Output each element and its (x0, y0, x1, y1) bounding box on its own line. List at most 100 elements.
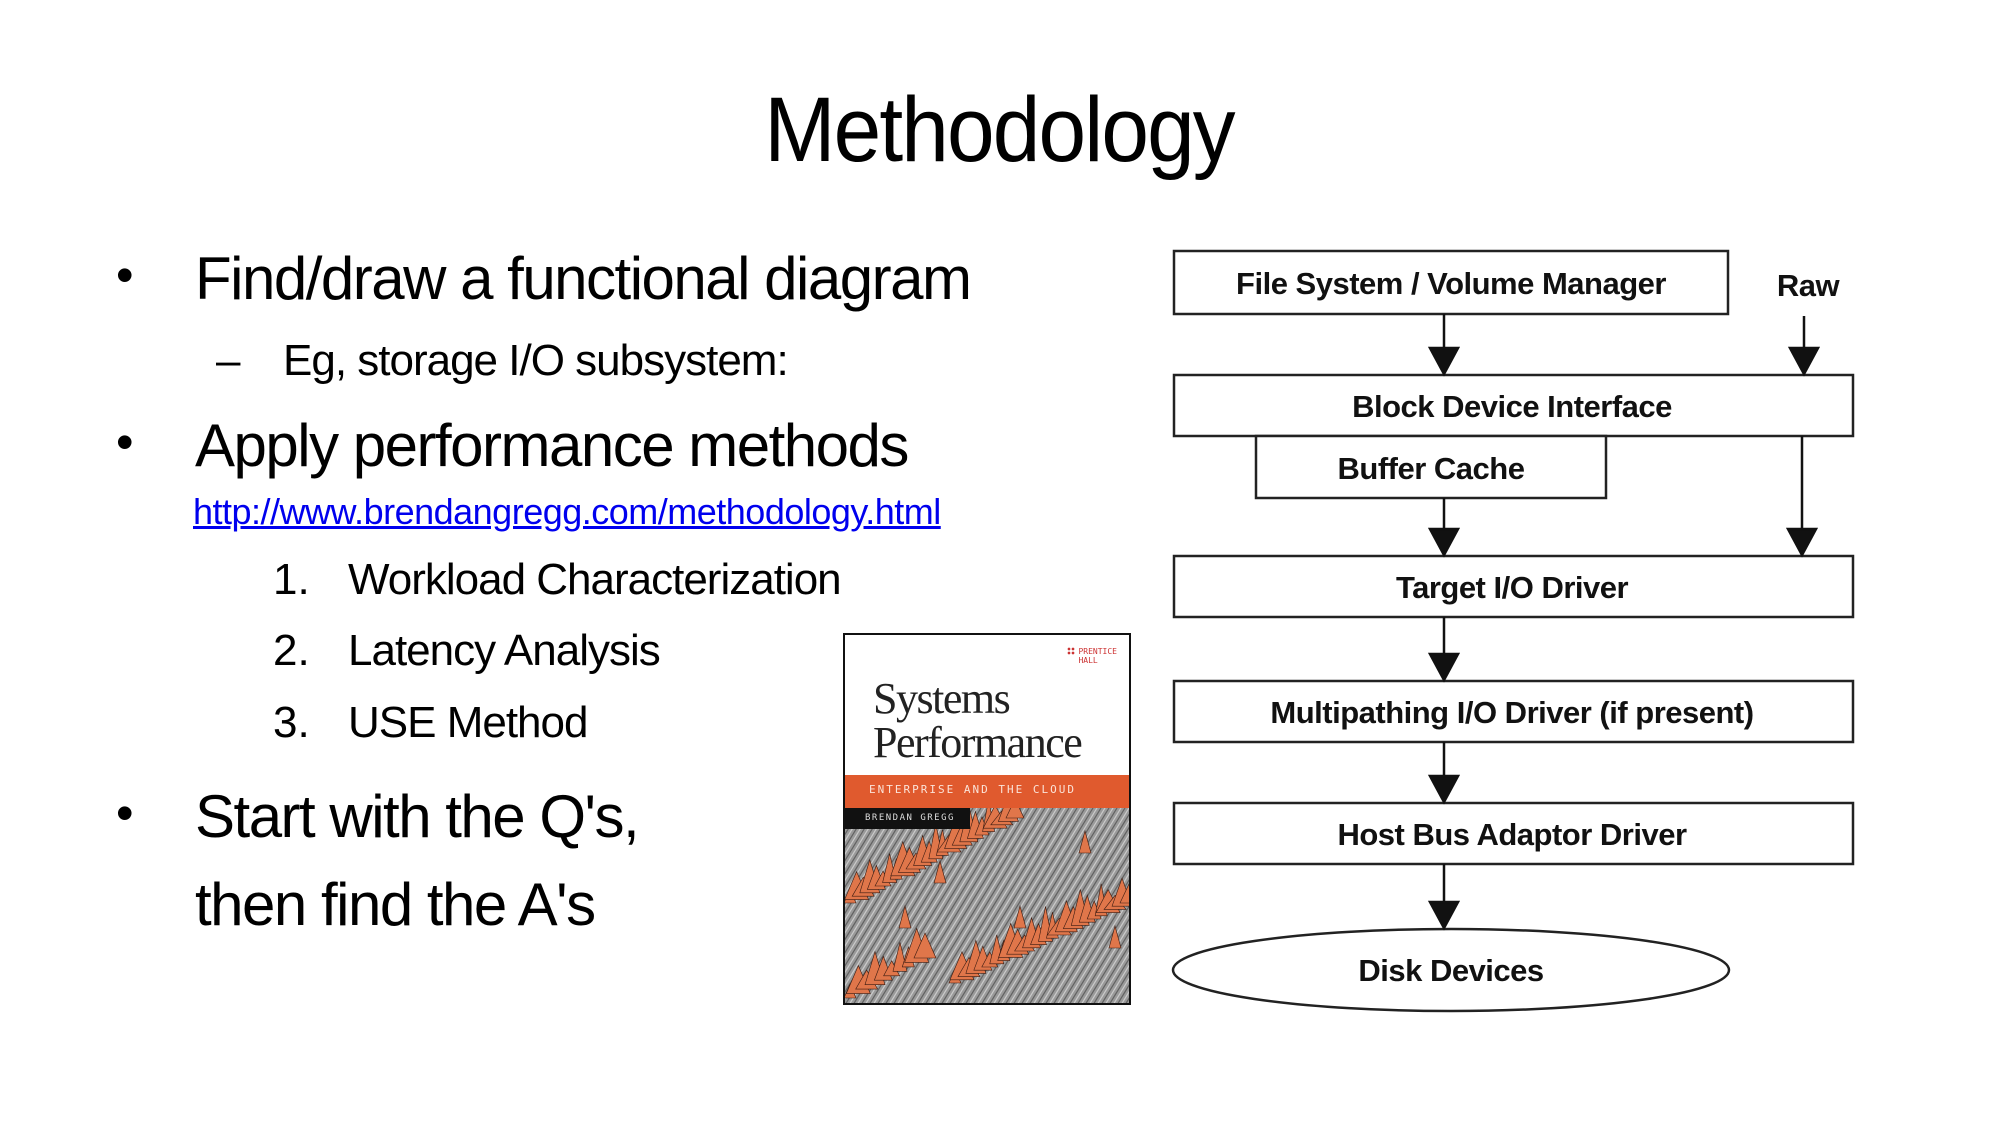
cover-art-hatch (845, 808, 918, 928)
cover-art-peak (1119, 883, 1129, 904)
cover-art-hatch (1085, 931, 1129, 1003)
cover-art-hatch (845, 808, 882, 869)
cover-art-hatch (845, 808, 906, 908)
cover-art-hatch (925, 808, 1046, 1003)
label-multipathing-driver: Multipathing I/O Driver (if present) (1270, 695, 1753, 730)
methodology-link[interactable]: http://www.brendangregg.com/methodology.… (193, 491, 941, 532)
cover-art-hatch (845, 808, 886, 875)
cover-art-hatch (921, 808, 1042, 1003)
cover-art-hatch (845, 808, 934, 954)
arrow-cache-to-target (1427, 498, 1461, 558)
cover-art-hatch (993, 808, 1114, 1003)
cover-art-hatch (885, 808, 1006, 1003)
box-hba-driver (1172, 801, 1855, 866)
cover-art-hatch (845, 808, 950, 980)
arrow-target-to-multipath (1427, 617, 1461, 683)
book-cover-image: PRENTICE HALL Systems Performance ENTERP… (843, 633, 1131, 1005)
arrow-fs-to-bdi (1427, 314, 1461, 377)
cover-art-hatch (845, 808, 910, 915)
cover-art-hatch (1001, 808, 1122, 1003)
book-title-line1: Systems (873, 674, 1011, 723)
cover-art-hatch (1089, 938, 1129, 1003)
method-use-method: USE Method (348, 698, 588, 747)
bullet-marker: • (116, 414, 134, 470)
cover-art-peak (898, 904, 912, 929)
cover-art-hatch (881, 808, 1002, 1003)
cover-art-hatch (1101, 957, 1129, 1003)
sub-bullet-storage-example: Eg, storage I/O subsystem: (283, 336, 789, 385)
label-file-system: File System / Volume Manager (1236, 266, 1666, 301)
cover-art-hatch (1073, 911, 1129, 1003)
cover-art-hatch (929, 808, 1050, 1003)
cover-art-hatch (997, 808, 1118, 1003)
cover-art-peak (913, 932, 937, 959)
cover-art-peak (1005, 808, 1025, 819)
bullet-marker: • (116, 247, 134, 303)
book-title-line2: Performance (873, 718, 1083, 767)
cover-art-hatch (909, 808, 1030, 1003)
cover-art-peak (933, 859, 947, 884)
label-buffer-cache: Buffer Cache (1338, 451, 1525, 486)
box-multipathing-driver (1172, 679, 1855, 744)
cover-art-hatch (845, 808, 930, 948)
cover-art-hatch (845, 808, 914, 921)
label-target-io-driver: Target I/O Driver (1396, 570, 1629, 605)
box-file-system (1172, 249, 1730, 316)
method-workload-characterization: Workload Characterization (348, 555, 842, 604)
book-cover-art (845, 808, 1129, 1003)
book-author: BRENDAN GREGG (865, 813, 955, 823)
method-latency-analysis: Latency Analysis (348, 626, 661, 675)
cover-art-hatch (845, 808, 926, 941)
label-block-device-interface: Block Device Interface (1352, 389, 1672, 424)
cover-art-hatch (1013, 813, 1129, 1003)
cover-art-hatch (1081, 925, 1129, 1003)
cover-art-hatch (897, 808, 1018, 1003)
cover-art-hatch (901, 808, 1022, 1003)
label-disk-devices: Disk Devices (1358, 953, 1543, 988)
numbered-marker: 2. (273, 626, 310, 675)
ellipse-disk-devices (1171, 927, 1731, 1013)
cover-art-hatch (893, 808, 1014, 1003)
label-hba-driver: Host Bus Adaptor Driver (1337, 817, 1687, 852)
cover-art-hatch (973, 808, 1094, 1003)
cover-art-hatch (845, 808, 902, 902)
cover-art-hatch (845, 808, 878, 862)
cover-art-hatch (917, 808, 1038, 1003)
cover-art-hatch (981, 808, 1102, 1003)
cover-art-hatch (1009, 808, 1129, 1003)
bullet-functional-diagram: Find/draw a functional diagram (195, 245, 972, 312)
cover-art-hatch (989, 808, 1110, 1003)
cover-art-hatch (1097, 951, 1129, 1003)
publisher-logo: PRENTICE HALL (1067, 647, 1117, 665)
cover-art-hatch (845, 808, 898, 895)
label-raw: Raw (1777, 268, 1841, 303)
cover-art-hatch (845, 808, 938, 961)
bullet-questions-line1: Start with the Q's, (195, 783, 640, 850)
arrow-bdi-to-target-raw (1785, 436, 1819, 558)
cover-art-hatch (845, 808, 946, 974)
cover-art-hatch (969, 808, 1090, 1003)
arrow-hba-to-disk (1427, 864, 1461, 931)
cover-art-peak (1108, 924, 1122, 949)
book-title: Systems Performance (873, 674, 1083, 767)
bullet-questions-line2: then find the A's (195, 871, 596, 938)
cover-art-hatch (1105, 964, 1129, 1003)
publisher-name-2: HALL (1078, 656, 1098, 665)
prentice-hall-icon (1067, 647, 1076, 655)
sub-bullet-marker: – (216, 336, 241, 385)
cover-art-peak (1013, 904, 1027, 929)
book-subtitle: ENTERPRISE AND THE CLOUD (869, 783, 1076, 796)
book-author-bar (845, 808, 970, 829)
slide-title: Methodology (764, 79, 1235, 181)
cover-art-peak (1078, 829, 1092, 854)
numbered-marker: 1. (273, 555, 310, 604)
box-target-io-driver (1172, 554, 1855, 619)
arrow-multipath-to-hba (1427, 742, 1461, 805)
cover-art-hatch (1093, 944, 1129, 1003)
cover-art-hatch (845, 808, 922, 934)
cover-art-hatch (845, 808, 890, 882)
publisher-name: PRENTICE (1078, 647, 1117, 656)
cover-art-hatch (1069, 905, 1129, 1003)
cover-art-hatch (1077, 918, 1129, 1003)
